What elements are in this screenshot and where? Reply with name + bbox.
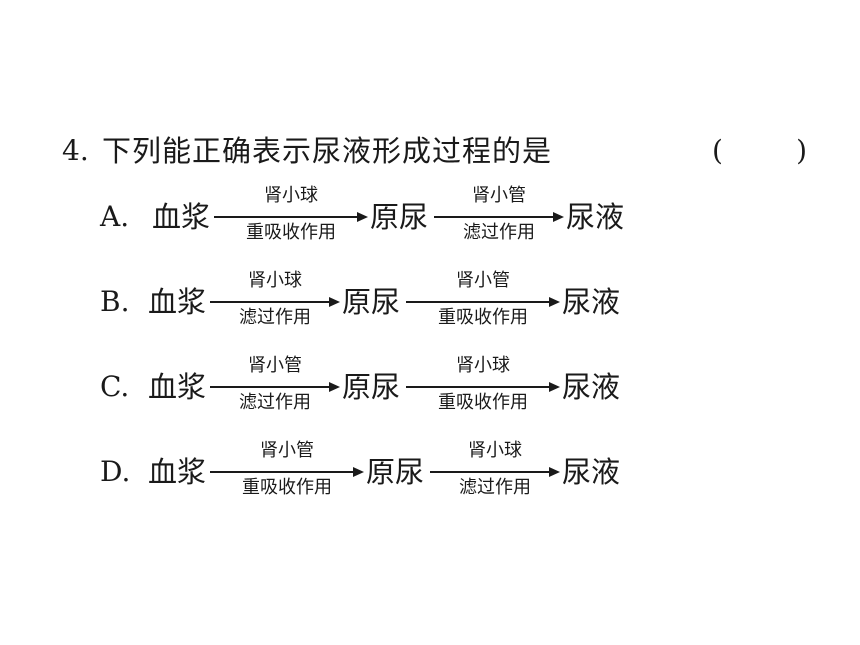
process-arrow-2: 肾小球 滤过作用	[430, 440, 560, 502]
answer-bracket-close: )	[796, 134, 807, 167]
arrow-line	[210, 301, 332, 303]
arrow-head-icon	[549, 467, 560, 477]
process-arrow-1: 肾小球 滤过作用	[210, 270, 340, 332]
arrow-over-label: 肾小管	[248, 355, 302, 376]
arrow-line	[406, 301, 552, 303]
arrow-head-icon	[353, 467, 364, 477]
arrow-under-label: 滤过作用	[463, 222, 535, 243]
arrow-head-icon	[549, 297, 560, 307]
arrow-under-label: 重吸收作用	[242, 477, 332, 498]
arrow-line	[210, 471, 356, 473]
arrow-over-label: 肾小球	[264, 185, 318, 206]
process-arrow-1: 肾小球 重吸收作用	[214, 185, 368, 247]
answer-bracket-open: (	[712, 134, 723, 167]
question-text: 下列能正确表示尿液形成过程的是	[102, 134, 553, 168]
arrow-line	[430, 471, 552, 473]
arrow-over-label: 肾小管	[456, 270, 510, 291]
question-stem: 4. 下列能正确表示尿液形成过程的是 ( )	[62, 128, 822, 174]
arrow-under-label: 滤过作用	[239, 392, 311, 413]
arrow-over-label: 肾小管	[472, 185, 526, 206]
option-a[interactable]: A. 血浆 肾小球 重吸收作用 原尿 肾小管 滤过作用 尿液	[100, 185, 660, 247]
arrow-line	[434, 216, 556, 218]
option-d[interactable]: D. 血浆 肾小管 重吸收作用 原尿 肾小球 滤过作用 尿液	[100, 440, 660, 502]
process-arrow-2: 肾小管 滤过作用	[434, 185, 564, 247]
process-arrow-1: 肾小管 重吸收作用	[210, 440, 364, 502]
arrow-under-label: 滤过作用	[239, 307, 311, 328]
arrow-head-icon	[357, 212, 368, 222]
term-plasma: 血浆	[152, 200, 211, 234]
process-arrow-2: 肾小管 重吸收作用	[406, 270, 560, 332]
arrow-head-icon	[329, 382, 340, 392]
arrow-under-label: 滤过作用	[459, 477, 531, 498]
arrow-line	[210, 386, 332, 388]
option-label: D.	[100, 455, 131, 488]
option-label: A.	[100, 200, 130, 233]
process-arrow-2: 肾小球 重吸收作用	[406, 355, 560, 417]
term-urine: 尿液	[562, 455, 621, 489]
arrow-under-label: 重吸收作用	[438, 392, 528, 413]
arrow-line	[406, 386, 552, 388]
option-b[interactable]: B. 血浆 肾小球 滤过作用 原尿 肾小管 重吸收作用 尿液	[100, 270, 660, 332]
question-number: 4.	[62, 134, 89, 167]
arrow-over-label: 肾小球	[248, 270, 302, 291]
term-urine: 尿液	[566, 200, 625, 234]
answer-bracket[interactable]: ( )	[712, 128, 807, 174]
term-urine: 尿液	[562, 370, 621, 404]
term-primary-urine: 原尿	[366, 455, 425, 489]
arrow-over-label: 肾小球	[456, 355, 510, 376]
arrow-over-label: 肾小球	[468, 440, 522, 461]
option-label: C.	[100, 370, 130, 403]
term-plasma: 血浆	[148, 370, 207, 404]
arrow-under-label: 重吸收作用	[246, 222, 336, 243]
term-urine: 尿液	[562, 285, 621, 319]
term-primary-urine: 原尿	[342, 285, 401, 319]
term-primary-urine: 原尿	[342, 370, 401, 404]
arrow-head-icon	[329, 297, 340, 307]
option-c[interactable]: C. 血浆 肾小管 滤过作用 原尿 肾小球 重吸收作用 尿液	[100, 355, 660, 417]
arrow-head-icon	[553, 212, 564, 222]
process-arrow-1: 肾小管 滤过作用	[210, 355, 340, 417]
arrow-under-label: 重吸收作用	[438, 307, 528, 328]
arrow-line	[214, 216, 360, 218]
term-primary-urine: 原尿	[370, 200, 429, 234]
term-plasma: 血浆	[148, 285, 207, 319]
arrow-over-label: 肾小管	[260, 440, 314, 461]
option-label: B.	[100, 285, 130, 318]
term-plasma: 血浆	[148, 455, 207, 489]
arrow-head-icon	[549, 382, 560, 392]
